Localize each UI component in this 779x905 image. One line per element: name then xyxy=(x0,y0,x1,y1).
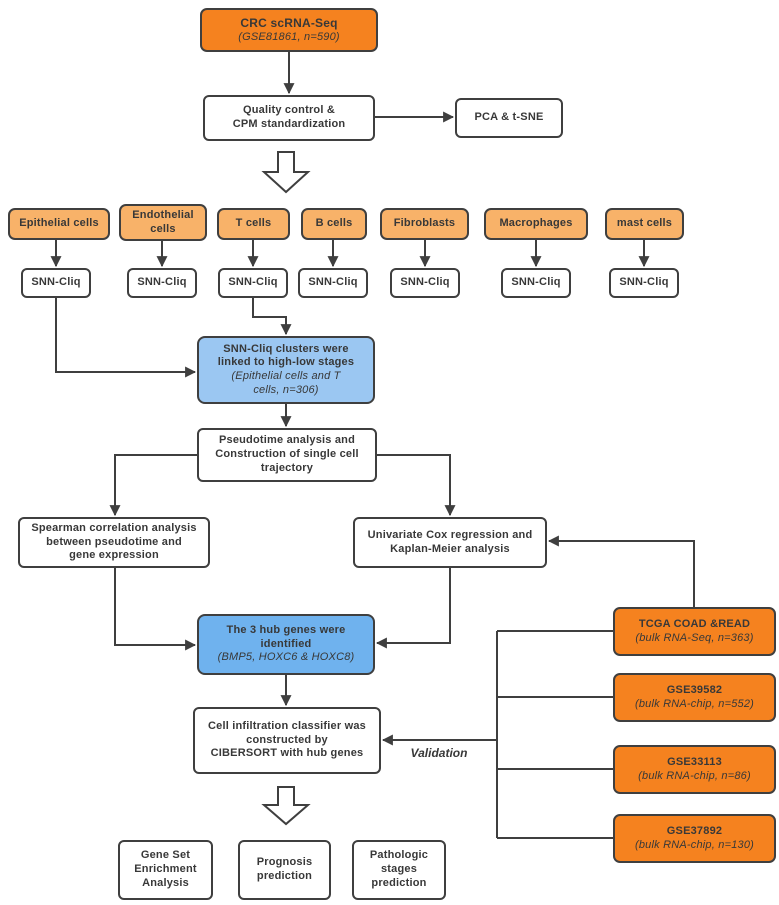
node-gse33113: GSE33113 (bulk RNA-chip, n=86) xyxy=(613,745,776,794)
node-quality-control: Quality control & CPM standardization xyxy=(203,95,375,141)
node-cibersort-classifier: Cell infiltration classifier was constru… xyxy=(193,707,381,774)
node-gse37892: GSE37892 (bulk RNA-chip, n=130) xyxy=(613,814,776,863)
block-arrow-down-icon xyxy=(261,151,311,194)
node-cox-kaplan-meier: Univariate Cox regression and Kaplan-Mei… xyxy=(353,517,547,568)
node-spearman-correlation: Spearman correlation analysis between ps… xyxy=(18,517,210,568)
node-subtitle: (GSE81861, n=590) xyxy=(238,30,340,43)
node-gse39582: GSE39582 (bulk RNA-chip, n=552) xyxy=(613,673,776,722)
node-snn-cliq: SNN-Cliq xyxy=(127,268,197,298)
node-gsea: Gene Set Enrichment Analysis xyxy=(118,840,213,900)
node-prognosis-prediction: Prognosis prediction xyxy=(238,840,331,900)
node-endothelial-cells: Endothelial cells xyxy=(119,204,207,241)
node-snn-cliq: SNN-Cliq xyxy=(501,268,571,298)
validation-label: Validation xyxy=(410,746,468,760)
node-snn-cliq: SNN-Cliq xyxy=(390,268,460,298)
node-tcga-coad-read: TCGA COAD &READ (bulk RNA-Seq, n=363) xyxy=(613,607,776,656)
node-fibroblasts: Fibroblasts xyxy=(380,208,469,240)
node-hub-genes: The 3 hub genes were identified (BMP5, H… xyxy=(197,614,375,675)
node-pathologic-stages-prediction: Pathologic stages prediction xyxy=(352,840,446,900)
node-epithelial-cells: Epithelial cells xyxy=(8,208,110,240)
node-snn-cliq: SNN-Cliq xyxy=(609,268,679,298)
node-pca-tsne: PCA & t-SNE xyxy=(455,98,563,138)
node-snn-clusters-stages: SNN-Cliq clusters were linked to high-lo… xyxy=(197,336,375,404)
node-t-cells: T cells xyxy=(217,208,290,240)
block-arrow-down-icon xyxy=(261,786,311,826)
node-mast-cells: mast cells xyxy=(605,208,684,240)
node-pseudotime-trajectory: Pseudotime analysis and Construction of … xyxy=(197,428,377,482)
node-snn-cliq: SNN-Cliq xyxy=(298,268,368,298)
node-snn-cliq: SNN-Cliq xyxy=(21,268,91,298)
node-crc-scrna-seq: CRC scRNA-Seq (GSE81861, n=590) xyxy=(200,8,378,52)
node-title: CRC scRNA-Seq xyxy=(240,15,338,30)
node-b-cells: B cells xyxy=(301,208,367,240)
node-macrophages: Macrophages xyxy=(484,208,588,240)
node-snn-cliq: SNN-Cliq xyxy=(218,268,288,298)
